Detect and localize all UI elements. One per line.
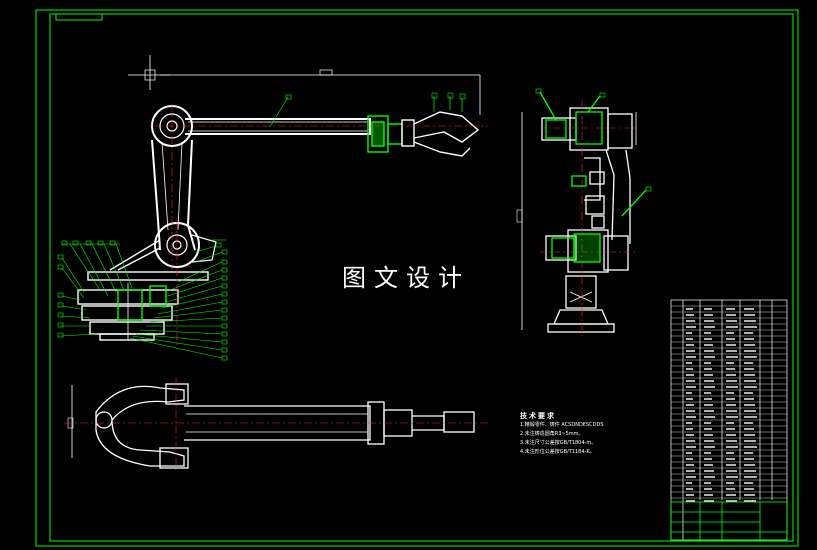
technical-notes: 技术要求 1.精锻零件、铸件 ACSDNDESCDDS 2.未注铸造圆角R3~5…	[520, 412, 670, 457]
technical-note-line: 2.未注铸造圆角R3~5mm。	[520, 431, 584, 437]
gripper-front	[401, 92, 480, 157]
technical-notes-title: 技术要求	[520, 412, 556, 420]
side-view	[516, 100, 637, 336]
technical-note-line: 1.精锻零件、铸件 ACSDNDESCDDS	[520, 422, 604, 428]
corner-tab	[55, 13, 103, 21]
side-view-highlights	[535, 88, 652, 263]
front-centerlines	[150, 104, 488, 345]
technical-note-line: 3.未注尺寸公差按GB/T1804-m。	[520, 440, 597, 446]
front-balloons	[57, 240, 228, 361]
front-view-highlights	[117, 115, 403, 321]
inner-frame	[49, 13, 794, 542]
outer-frame	[35, 9, 799, 547]
watermark-text: 图文设计	[342, 264, 470, 292]
front-leaders	[61, 239, 226, 359]
front-view	[77, 55, 481, 341]
title-block	[670, 501, 788, 541]
technical-note-line: 4.未注形位公差按GB/T1184-K。	[520, 449, 595, 455]
parts-list-rows	[671, 305, 787, 502]
top-view	[64, 378, 488, 470]
